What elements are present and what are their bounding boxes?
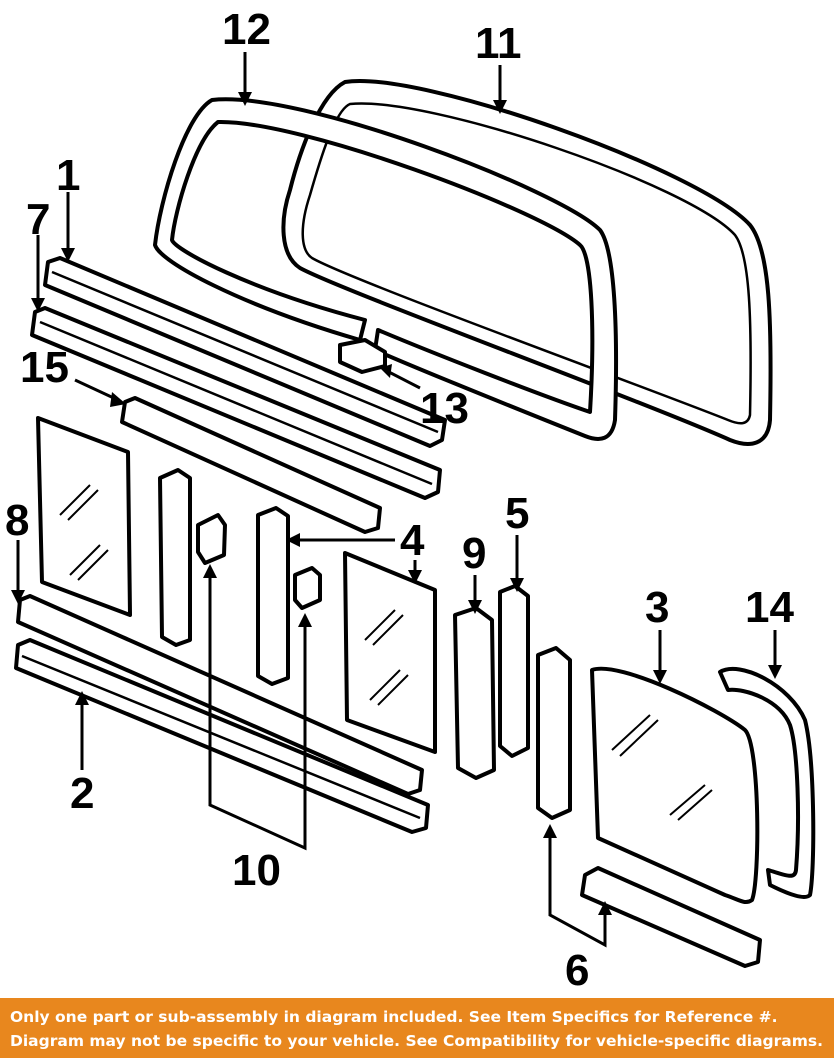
part-9-seal [453, 606, 496, 780]
callout-8: 8 [5, 496, 29, 545]
part-10-latch-left [196, 513, 227, 565]
part-sliding-glass-right [343, 551, 437, 754]
callout-12: 12 [222, 5, 271, 54]
part-sliding-glass-left [36, 416, 132, 617]
part-1-channel [43, 256, 447, 448]
callout-13: 13 [420, 384, 469, 433]
callout-7: 7 [26, 195, 50, 244]
part-5-seal [498, 584, 530, 758]
part-divider-left [158, 468, 192, 647]
part-14-weatherstrip [718, 666, 816, 899]
callout-9: 9 [462, 529, 486, 578]
callout-5: 5 [505, 489, 529, 538]
callout-1: 1 [56, 151, 80, 200]
callout-4: 4 [400, 516, 425, 565]
parts-diagram: 12 11 1 7 15 13 8 4 9 5 3 14 2 10 6 [5, 5, 816, 995]
disclaimer-line-1: Only one part or sub-assembly in diagram… [10, 1008, 778, 1026]
callout-15: 15 [20, 343, 69, 392]
disclaimer-banner: Only one part or sub-assembly in diagram… [0, 998, 834, 1058]
callout-10: 10 [232, 846, 281, 895]
part-4-divider [256, 506, 290, 686]
callout-11: 11 [475, 19, 522, 68]
part-15-run-channel [120, 396, 382, 534]
leader-lines [11, 52, 782, 948]
part-10-latch-right [293, 566, 322, 610]
callout-14: 14 [745, 583, 794, 632]
part-2-track [14, 638, 430, 834]
part-12-weatherstrip [153, 97, 619, 441]
callout-6: 6 [565, 946, 589, 995]
part-7-channel [30, 306, 442, 500]
part-13-clip [338, 338, 387, 374]
part-3-quarter-glass [590, 666, 760, 905]
callout-3: 3 [645, 583, 669, 632]
disclaimer-line-2: Diagram may not be specific to your vehi… [10, 1032, 824, 1050]
part-11-back-glass [281, 79, 773, 446]
callout-2: 2 [70, 769, 94, 818]
part-6-channel [580, 866, 762, 968]
part-8-track [16, 594, 424, 796]
part-6-seal [536, 646, 572, 820]
